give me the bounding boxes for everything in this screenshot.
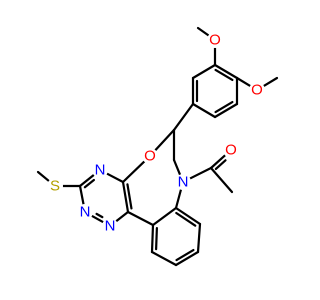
bond-C4-C3 (214, 68, 234, 82)
bond-layer (36, 26, 279, 267)
atom-bg-N_triazine_2 (77, 204, 93, 220)
atom-label-O_carbonyl: O (225, 142, 237, 159)
bond-C3-O_methoxy_right (235, 76, 252, 87)
bond-N_amide-C9 (189, 166, 213, 180)
atom-bg-O_methoxy_right (249, 82, 265, 98)
bond-Ca-Cb (174, 206, 202, 226)
bond-Ch-O_ring (121, 160, 146, 184)
bond-N_triazine_2-Cs (78, 184, 85, 206)
bond-CH3a-O_methoxy_top (196, 26, 210, 37)
bond-Cs-N_triazine_3 (83, 178, 96, 189)
atom-bg-N_triazine_3 (92, 162, 108, 178)
atom-label-O_methoxy_top: O (209, 32, 221, 49)
bond-Cf-Cg (126, 210, 155, 227)
bond-Cb-Cc (196, 222, 202, 254)
bond-Ce-Cf (155, 227, 158, 251)
bond-Cc-Cd (175, 248, 195, 262)
bond-C9-C10 (209, 166, 234, 194)
atom-label-O_methoxy_right: O (251, 82, 263, 99)
atom-label-S_thio: S (50, 178, 60, 195)
atom-bg-N_triazine_1 (102, 218, 118, 234)
atom-bg-O_ring (142, 148, 158, 164)
bond-C2-C1 (214, 100, 234, 114)
bond-C4-C3 (213, 63, 239, 80)
bond-C6-C7 (172, 102, 195, 132)
bond-C2-C1 (213, 102, 239, 119)
bond-C9-O_carbonyl (214, 159, 227, 171)
bond-C8-N_amide (172, 158, 182, 176)
bond-O_methoxy_right-CH3b (262, 76, 279, 87)
bond-N_triazine_1-N_triazine_2 (90, 214, 105, 224)
bond-C7-O_ring (154, 128, 176, 152)
atom-bg-N_amide (175, 174, 191, 190)
bond-Ca-Cb (175, 211, 197, 227)
bond-N_triazine_3-Ch (105, 172, 125, 184)
atom-bg-O_methoxy_top (207, 32, 223, 48)
bond-Cg-N_triazine_1 (115, 210, 130, 223)
atom-label-N_triazine_3: N (95, 162, 106, 179)
atom-label-N_triazine_2: N (80, 204, 91, 221)
bond-Cd-Ce (150, 250, 178, 267)
bond-C9-O_carbonyl (209, 154, 227, 170)
bond-C1-C6 (191, 102, 217, 119)
atom-label-N_triazine_1: N (105, 218, 116, 235)
bond-Cf-Ca (151, 206, 178, 227)
bond-N_amide-Ca (174, 188, 183, 210)
bond-S_thio-CH3s (36, 170, 50, 183)
bond-Cc-Cd (174, 250, 200, 267)
bond-C5-C4 (191, 63, 217, 80)
atom-label-N_amide: N (178, 174, 189, 191)
bond-Ce-Cf (150, 223, 155, 254)
bond-Cg-Ch (121, 180, 130, 214)
atom-bg-O_carbonyl (223, 142, 239, 158)
atom-label-O_ring: O (144, 148, 156, 165)
bond-N_triazine_1-N_triazine_2 (95, 212, 104, 219)
bond-Cs-N_triazine_3 (78, 173, 95, 188)
atom-bg-S_thio (47, 178, 63, 194)
bond-Cg-Ch (126, 183, 133, 210)
